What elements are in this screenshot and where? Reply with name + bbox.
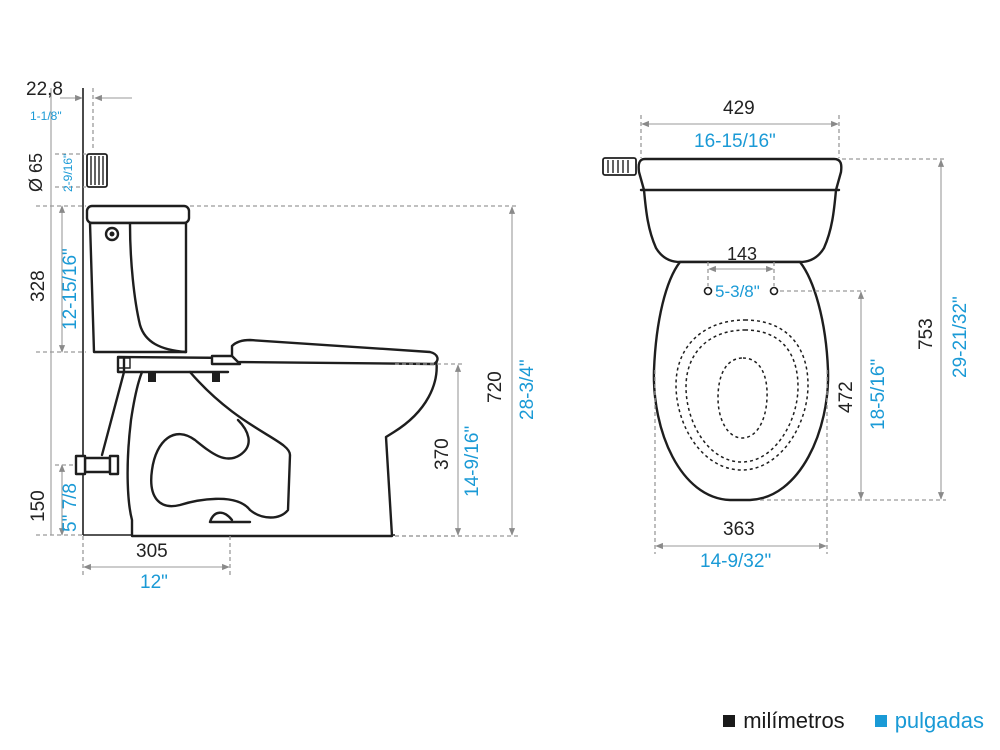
supply-height-mm: 150 — [28, 490, 49, 522]
inches-label: pulgadas — [894, 708, 984, 733]
bowl-top-view — [652, 260, 830, 502]
bowl-body — [116, 352, 438, 538]
units-legend: milímetros pulgadas — [723, 708, 984, 734]
bolt-hole-left — [703, 286, 713, 296]
bolt-spacing-mm: 143 — [727, 244, 757, 264]
bowl-length-mm: 472 — [836, 381, 857, 413]
supply-height-in: 5" 7/8 — [60, 483, 81, 532]
toilet-seat — [230, 338, 439, 366]
tank-body — [88, 221, 188, 354]
legend-millimeters: milímetros — [723, 708, 845, 734]
tank-width-mm: 429 — [723, 98, 755, 119]
side-view: 22,8 1-1/8" Ø 65 2-9/16" 328 12-15/16" 1… — [26, 79, 538, 593]
rough-in-mm: 305 — [136, 541, 168, 562]
rough-in-in: 12" — [140, 572, 168, 593]
inches-swatch-icon — [874, 715, 887, 727]
supply-offset-mm: 22,8 — [26, 79, 63, 100]
tank-width-in: 16-15/16" — [694, 131, 776, 152]
supply-diameter-mm: Ø 65 — [26, 153, 46, 192]
supply-offset-in: 1-1/8" — [30, 109, 62, 123]
tank-height-in: 12-15/16" — [60, 248, 81, 330]
bowl-rim-dotted — [675, 319, 809, 471]
bowl-height-in: 14-9/16" — [462, 426, 483, 497]
tank-lid — [85, 204, 191, 225]
bowl-length-in: 18-5/16" — [868, 359, 889, 430]
supply-diameter-in: 2-9/16" — [61, 154, 75, 192]
total-depth-mm: 753 — [916, 318, 937, 350]
tank-height-mm: 328 — [28, 270, 49, 302]
shutoff-valve — [83, 456, 112, 474]
bolt-spacing-in: 5-3/8" — [715, 282, 760, 301]
total-height-in: 28-3/4" — [517, 359, 538, 420]
millimeters-label: milímetros — [743, 708, 845, 733]
total-depth-in: 29-21/32" — [950, 296, 971, 378]
drain-opening — [717, 357, 768, 439]
bowl-width-mm: 363 — [723, 519, 755, 540]
millimeters-swatch-icon — [723, 715, 736, 727]
total-height-mm: 720 — [485, 371, 506, 403]
top-view: 429 16-15/16" 143 5-3/8" 472 18-5/16" 75… — [602, 98, 971, 572]
supply-pipe — [100, 356, 126, 457]
bowl-height-mm: 370 — [432, 438, 453, 470]
bowl-width-in: 14-9/32" — [700, 551, 771, 572]
legend-inches: pulgadas — [874, 708, 984, 734]
bolt-hole-right — [769, 286, 779, 296]
supply-inlet-fitting — [86, 153, 108, 188]
